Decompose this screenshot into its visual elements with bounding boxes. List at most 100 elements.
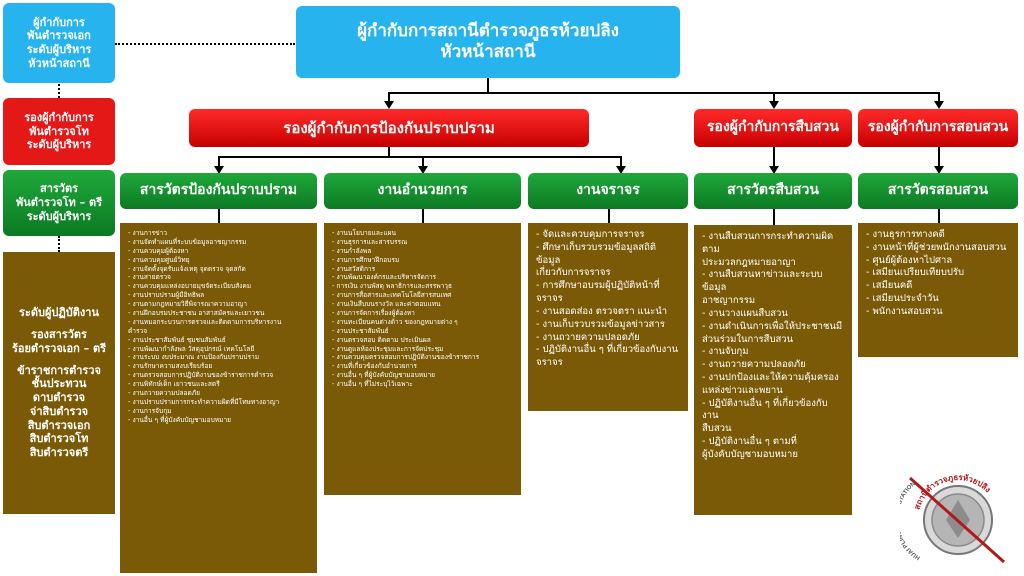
list-item: - งานอื่น ๆ ที่ไม่ระบุไว้เฉพาะ [332,380,413,389]
list-item: - งานถวายความปลอดภัย [702,359,806,371]
list-item: - งานจัดทำแผนที่ระบบข้อมูลอาชญากรรม [128,237,247,246]
list-item: - จัดและควบคุมการจราจร [536,229,645,240]
list-item: - งานการข่าว [128,229,168,237]
list-item: - การศึกษาอบรมผู้ปฏิบัติหน้าที่ [536,280,660,292]
legend-staff-11: สิบตำรวจตรี [29,446,89,459]
list-inquiry: - งานธุรการทางคดี- งานหน้าที่ผู้ช่วยพนัก… [858,223,1018,357]
list-item: - ศูนย์ผู้ต้องหาไปศาล [866,254,953,266]
list-item: - งานการจับกุม [128,406,172,415]
legend-staff-2: รองสารวัตร [31,328,87,341]
list-item: ผู้บังคับบัญชามอบหมาย [702,448,798,460]
legend-staff-5: ข้าราชการตำรวจ [17,363,101,377]
list-item: - งานฝึกอบรมประชาชน อาสาสมัครและเยาวชน [128,309,265,318]
list-item: - งานตรวจสอบการปฏิบัติงานของข้าราชการตำร… [128,371,274,380]
list-item: - งานวางแผนสืบสวน [702,307,788,319]
connector-list-2 [422,209,424,223]
station-chief-subtitle: หัวหน้าสถานี [440,42,536,62]
list-item: แหล่งข่าวและพยาน [702,384,783,396]
list-item: - งานประชาสัมพันธ์ ชุมชนสัมพันธ์ [128,335,226,344]
deputy-investigation-box: รองผู้กำกับการสืบสวน [694,109,852,147]
arrow-unit-5 [934,166,944,174]
list-item: - งานที่เกี่ยวข้องกับอำนวยการ [332,362,417,371]
connector-prev-down [388,147,390,157]
list-item: - ปฏิบัติงานอื่น ๆ ที่เกี่ยวข้องกับงาน [536,344,679,356]
list-item: - งานพิทักษ์เด็ก เยาวชนและสตรี [128,380,220,389]
list-admin: - งานนโยบายและแผน- งานธุรการและสารบรรณ- … [324,223,521,495]
dotted-connector-top [115,43,295,45]
unit-investigation-box: สารวัตรสืบสวน [694,173,852,209]
connector-deputy-bar [388,92,940,94]
connector-unit-3 [620,156,622,168]
list-item: อาชญากรรม [702,295,756,307]
list-item: - งานควบคุมแหล่งอบายมุขจัดระเบียบสังคม [128,282,252,291]
connector-unit-1 [218,156,220,168]
legend-staff-6: ชั้นประทวน [31,377,87,391]
list-item: - งานควบคุมผู้ต้องหา [128,246,189,255]
list-item: - งานหน้าที่ผู้ช่วยพนักงานสอบสวน [866,241,1007,253]
list-item: - เสมียนคดี [866,280,913,292]
connector-to-inquiry [938,92,940,102]
arrow-unit-2 [418,166,428,174]
police-seal-icon: สถานีตำรวจภูธรห้วยปลิง HUAI PLING POLICE… [900,472,1005,564]
list-item: - งานนโยบายและแผน [332,229,397,237]
list-item: - งานจับกุม [702,346,749,358]
arrow-unit-4 [769,166,779,174]
list-item: - ปฏิบัติงานอื่น ๆ ตามที่ [702,436,797,447]
list-item: - งานตามกฎหมายวิธีพิจารณาความอาญา [128,300,248,309]
list-item: - งานเงินสืบบนรางวัล และค่าตอบแทน [332,300,441,309]
list-item: ประมวลกฎหมายอาญา [702,256,796,268]
list-item: - งานดำเนินการเพื่อให้ประชาชนมี [702,320,843,332]
station-chief-title: ผู้กำกับการสถานีตำรวจภูธรห้วยปลิง [357,20,619,41]
list-item: เกี่ยวกับการจราจร [536,267,611,279]
list-item: - งานกำลังพล [332,246,372,255]
list-item: - ศึกษาเก็บรวบรวมข้อมูลสถิติข้อมูล [536,241,657,266]
legend-staff: ระดับผู้ปฏิบัติงาน รองสารวัตร ร้อยตำรวจเ… [3,252,115,514]
list-item: - งานสวัสดิการ [332,264,376,273]
list-item: - งานสืบสวนหาข่าวและระบบข้อมูล [702,269,823,294]
list-investigation: - งานสืบสวนการกระทำความผิดตาม ประมวลกฎหม… [694,225,852,515]
list-admin-items: - งานนโยบายและแผน- งานธุรการและสารบรรณ- … [332,229,513,389]
connector-unit-5 [938,147,940,167]
legend-inspector: สารวัตร พันตำรวจโท – ตรี ระดับผู้บริหาร [3,170,115,236]
deputy-inquiry-box: รองผู้กำกับการสอบสวน [858,109,1018,147]
list-item: จราจร [536,357,563,369]
legend-staff-3: ร้อยตำรวจเอก – ตรี [11,341,107,355]
list-item: - งานปราบปรามการกระทำความผิดที่มีโทษทางอ… [128,397,280,406]
unit-admin-box: งานอำนวยการ [324,173,521,209]
list-item: - งานปราบปรามผู้มีอิทธิพล [128,291,205,300]
list-item: - เสมียนเปรียบเทียบปรับ [866,267,965,279]
list-item: สืบสวน [702,423,732,435]
arrow-investigation [769,101,779,109]
dotted-connector-1 [58,84,60,98]
list-item: - งานประชาสัมพันธ์ [332,326,389,335]
connector-list-4 [773,209,775,225]
list-item: จราจร [536,293,563,305]
arrow-prevention [384,101,394,109]
list-item: - งานธุรการทางคดี [866,229,945,240]
list-item: - พนักงานสอบสวน [866,305,943,317]
legend-deputy: รองผู้กำกับการ พันตำรวจโท ระดับผู้บริหาร [3,98,115,165]
list-traffic: - จัดและควบคุมการจราจร- ศึกษาเก็บรวบรวมข… [528,223,688,411]
list-item: - ปฏิบัติงานอื่น ๆ ที่เกี่ยวข้องกับงาน [702,397,828,422]
connector-list-1 [218,209,220,223]
list-traffic-items: - จัดและควบคุมการจราจร- ศึกษาเก็บรวบรวมข… [536,229,680,370]
connector-list-3 [608,209,610,223]
legend-staff-8: จ่าสิบตำรวจ [29,404,89,418]
list-item: - งานทะเบียนคนต่างด้าว ของกฎหมายต่าง ๆ [332,317,458,326]
list-item: - เสมียนประจำวัน [866,293,939,305]
arrow-unit-1 [214,166,224,174]
list-item: - งานการสื่อสารและเทคโนโลยีสารสนเทศ [332,291,452,300]
arrow-inquiry [934,101,944,109]
list-item: - งานการจัดการเรื่องผู้ต้องหา [332,309,415,318]
list-inquiry-items: - งานธุรการทางคดี- งานหน้าที่ผู้ช่วยพนัก… [866,229,1010,319]
list-item: - งานเก็บรวบรวมข้อมูลข่าวสาร [536,318,665,330]
legend-chief: ผู้กำกับการ พันตำรวจเอก ระดับผู้บริหาร ห… [3,3,115,83]
connector-to-investigation [773,92,775,102]
list-item: - งานธุรการและสารบรรณ [332,237,408,246]
list-item: - งานถวายความปลอดภัย [536,331,640,343]
list-item: - งานสอดส่อง ตรวจตรา แนะนำ [536,305,668,317]
list-item: - งานรักษาความสงบเรียบร้อย [128,362,213,371]
legend-staff-0: ระดับผู้ปฏิบัติงาน [19,306,99,320]
svg-text:HUAI PLING POLICE STATION: HUAI PLING POLICE STATION [900,481,921,560]
legend-staff-10: สิบตำรวจโท [29,432,89,446]
